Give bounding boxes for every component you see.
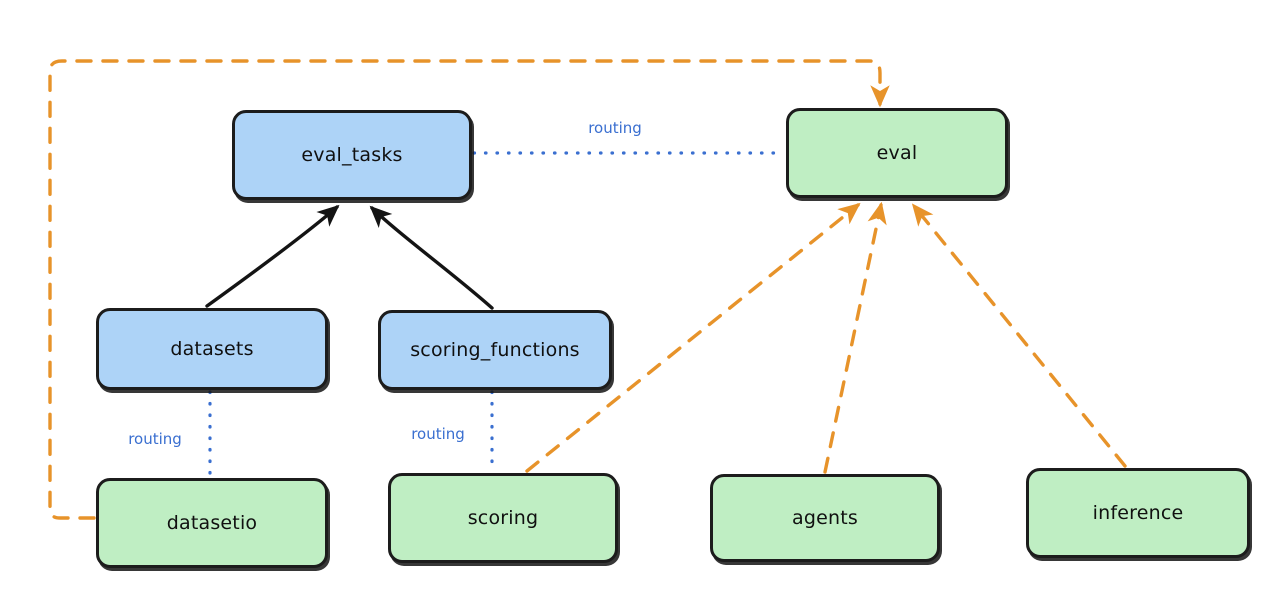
node-inference[interactable]: inference	[1026, 468, 1250, 558]
node-label-eval: eval	[876, 142, 918, 164]
node-datasetio[interactable]: datasetio	[96, 478, 328, 568]
node-label-agents: agents	[792, 507, 858, 529]
node-agents[interactable]: agents	[710, 474, 940, 562]
node-label-scoring-functions: scoring_functions	[410, 339, 580, 361]
edge-scoring-functions-to-eval-tasks	[369, 205, 494, 310]
edge-datasets-to-eval-tasks	[205, 204, 340, 308]
edge-scoring-to-eval	[525, 202, 861, 473]
edge-label-routing-datasets-datasetio: routing	[128, 430, 182, 448]
node-label-inference: inference	[1092, 502, 1184, 524]
node-eval[interactable]: eval	[786, 108, 1008, 198]
edge-label-routing-eval-tasks-eval: routing	[588, 119, 642, 137]
node-label-eval-tasks: eval_tasks	[301, 144, 403, 166]
node-label-datasetio: datasetio	[166, 512, 258, 534]
node-datasets[interactable]: datasets	[96, 308, 328, 390]
edge-datasetio-to-eval	[48, 59, 890, 520]
node-label-scoring: scoring	[467, 507, 539, 529]
node-scoring-functions[interactable]: scoring_functions	[378, 310, 612, 390]
edge-label-routing-scoring-functions-scoring: routing	[411, 425, 465, 443]
node-label-datasets: datasets	[170, 338, 254, 360]
node-eval-tasks[interactable]: eval_tasks	[232, 110, 472, 200]
edge-agents-to-eval	[823, 201, 887, 474]
node-scoring[interactable]: scoring	[388, 473, 618, 563]
edge-inference-to-eval	[911, 203, 1127, 468]
